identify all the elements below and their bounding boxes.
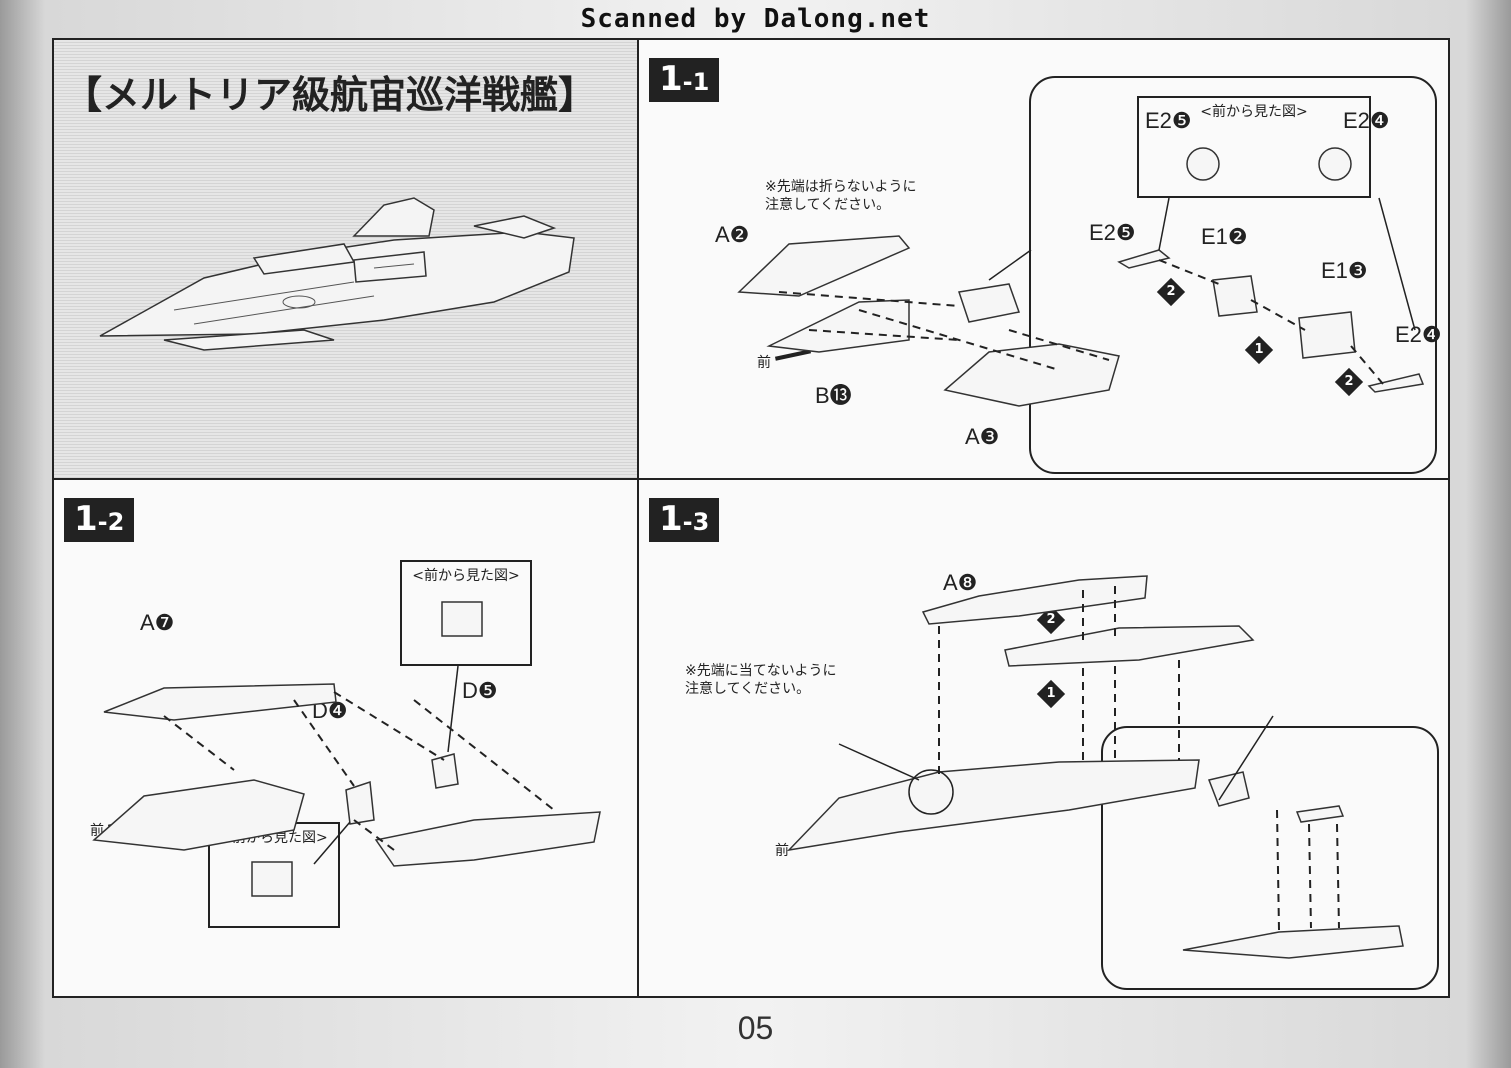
page-title: 【メルトリア級航宙巡洋戦艦】 xyxy=(64,72,597,117)
step-1-2-panel: 1-2 A❼ D❹ D❺ A❻ 前 <前から見た図> <前から見た図> xyxy=(54,480,639,996)
part-label-e13: E1❸ xyxy=(1321,258,1368,283)
front-direction: 前 xyxy=(775,837,830,860)
step-1-3-diagram xyxy=(786,575,1404,959)
caution-note: ※先端に当てないように 注意してください。 xyxy=(685,663,837,697)
step-1-2-diagram xyxy=(92,601,601,897)
caution-note: ※先端は折らないように 注意してください。 xyxy=(765,179,917,213)
instruction-sheet: 【メルトリア級航宙巡洋戦艦】 1-1 ※先端は折らないように 注意してください。 xyxy=(52,38,1450,998)
step-number: 1-2 xyxy=(64,498,135,542)
battleship-illustration xyxy=(99,197,575,351)
part-label-e12: E1❷ xyxy=(1201,224,1248,249)
part-label-e24: E2❹ xyxy=(1395,322,1442,347)
part-label-e24-top: E2❹ xyxy=(1343,108,1390,133)
page-number: 05 xyxy=(737,1010,774,1046)
part-label-a8: A❽ xyxy=(943,570,978,595)
cover-panel: 【メルトリア級航宙巡洋戦艦】 xyxy=(54,40,639,480)
step-1-1-diagram xyxy=(737,147,1425,407)
part-label-b13: B⓭ xyxy=(815,383,852,408)
step-number: 1-1 xyxy=(649,58,720,102)
part-label-e25-top: E2❺ xyxy=(1145,108,1192,133)
part-label-e25: E2❺ xyxy=(1089,220,1136,245)
front-direction: 前 xyxy=(757,349,812,372)
part-label-a2: A❷ xyxy=(715,222,750,247)
callout-title: <前から見た図> xyxy=(1200,104,1308,120)
part-label-a7: A❼ xyxy=(140,610,175,635)
front-view-callout: <前から見た図> xyxy=(1137,96,1371,198)
part-label-d5: D❺ xyxy=(462,678,498,703)
step-1-1-panel: 1-1 ※先端は折らないように 注意してください。 <前から見た図> A❷ B⓭… xyxy=(639,40,1448,480)
part-label-a3: A❸ xyxy=(965,424,1000,449)
step-number: 1-3 xyxy=(649,498,720,542)
scan-credit: Scanned by Dalong.net xyxy=(580,4,931,34)
callout-title: <前から見た図> xyxy=(412,568,520,584)
step-1-3-panel: 1-3 ※先端に当てないように 注意してください。 A❽ C❹ C❺ A❺ 前 … xyxy=(639,480,1448,996)
